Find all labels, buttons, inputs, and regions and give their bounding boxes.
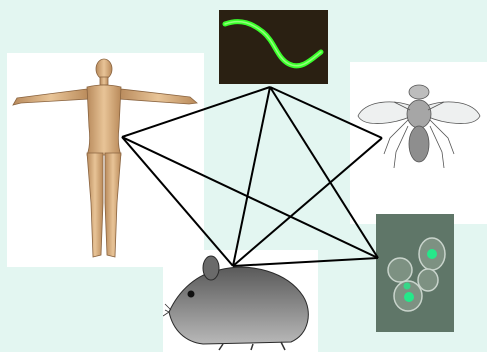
yeast-cells-icon <box>376 214 454 332</box>
human-image <box>7 53 204 267</box>
mouse-icon <box>163 250 318 352</box>
fruit-fly-icon <box>350 62 487 224</box>
yeast-image <box>376 214 454 332</box>
fluorescent-worm-icon <box>219 10 328 84</box>
mouse-image <box>163 250 318 352</box>
edge-worm-mouse <box>233 87 270 266</box>
human-figure-icon <box>7 53 204 267</box>
fly-image <box>350 62 487 224</box>
worm-image <box>219 10 328 84</box>
